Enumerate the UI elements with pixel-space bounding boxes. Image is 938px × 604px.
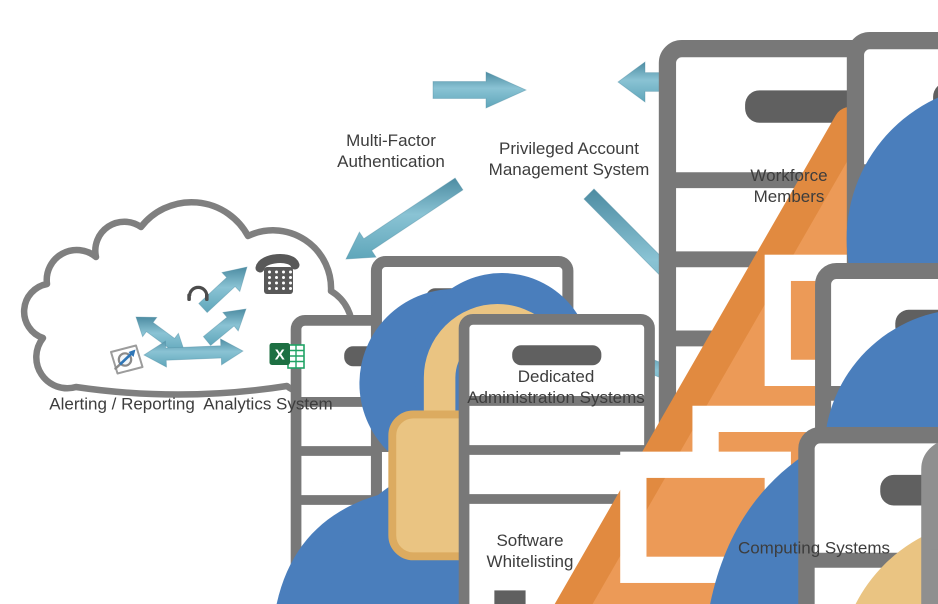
arrow-cloud-up-right-2 (202, 308, 247, 346)
arrow-mfa-to-pam (432, 71, 527, 109)
workforce-label: Workforce Members (750, 166, 828, 206)
pam-label: Privileged Account Management System (488, 139, 650, 179)
analytics-label: Alerting / Reporting Analytics System (49, 394, 333, 414)
alert-phone-contact-icon (255, 254, 675, 604)
arrow-cloud-horizontal-double (143, 338, 244, 368)
mfa-label: Multi-Factor Authentication (337, 131, 445, 171)
whitelist-label: Software Whitelisting (486, 531, 574, 571)
phone-keypad-icon (264, 267, 293, 294)
arrow-cloud-up-right-1 (198, 266, 248, 314)
arrow-pam-to-analytics (345, 177, 464, 260)
report-document-magnifier-icon (110, 344, 144, 375)
das-label: Dedicated Administration Systems (467, 367, 645, 407)
excel-x-letter: X (275, 347, 285, 364)
operator-headset-user-icon (187, 285, 637, 604)
phone-handset-icon (255, 254, 300, 273)
excel-spreadsheet-icon: X (269, 343, 305, 369)
computing-label: Computing Systems (737, 538, 891, 558)
desktop-icon-1 (931, 450, 938, 604)
